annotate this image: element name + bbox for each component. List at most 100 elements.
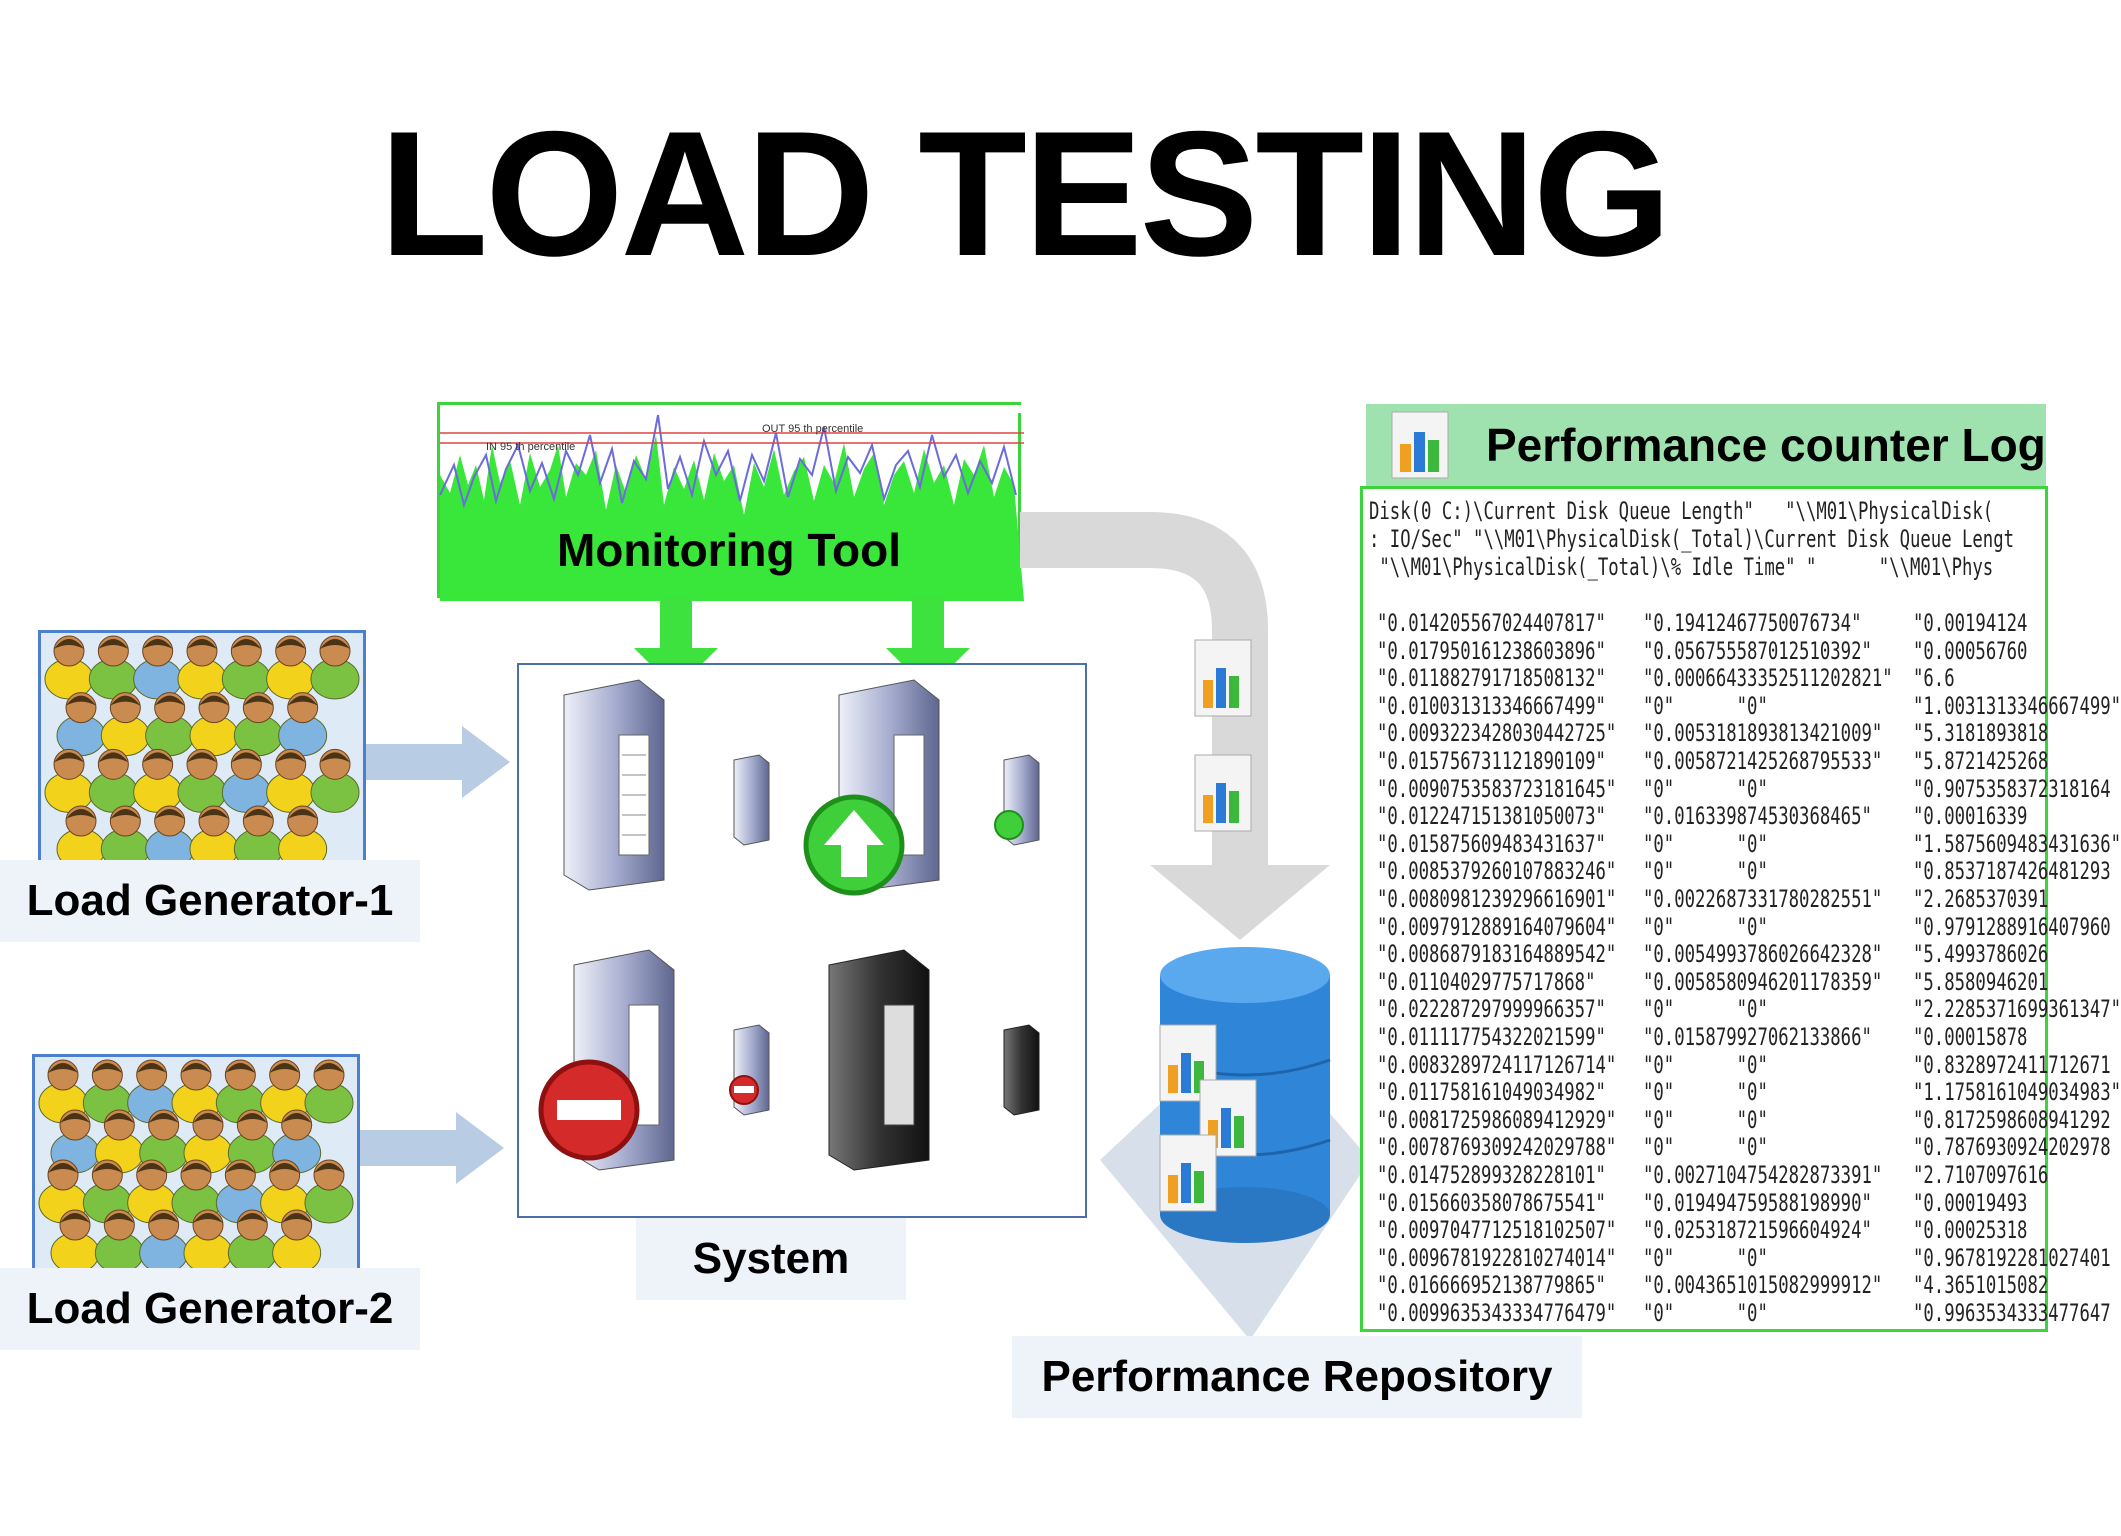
page-title: LOAD TESTING: [379, 94, 1671, 293]
monitoring-tool-label: Monitoring Tool: [556, 524, 902, 576]
log-cell: "0.025318721596604924": [1643, 1216, 1872, 1245]
log-cell: "0.0078769309242029788": [1377, 1133, 1617, 1162]
system-servers-box: [517, 663, 1087, 1218]
load-generator-2-users: [32, 1054, 360, 1280]
log-cell: "0.9075358372318164: [1913, 774, 2111, 803]
log-cell: "0.19412467750076734": [1643, 609, 1862, 637]
log-cell: "0" "0": [1643, 1243, 1768, 1272]
log-cell: "5.3181893818: [1913, 719, 2049, 748]
log-cell: "0.019494759588198990": [1643, 1188, 1872, 1217]
log-cell: "0" "0": [1643, 1299, 1768, 1327]
log-cell: "0.015660358078675541": [1377, 1188, 1606, 1217]
log-cell: "0.00056760: [1913, 636, 2028, 665]
log-cell: "0" "0": [1643, 774, 1768, 803]
log-cell: "0.0099635343334776479": [1377, 1299, 1617, 1327]
log-cell: "0.056755587012510392": [1643, 636, 1872, 665]
log-cell: "2.2285371699361347": [1913, 995, 2121, 1024]
log-cell: "0.0027104754282873391": [1643, 1161, 1883, 1189]
log-cell: "0" "0": [1643, 995, 1768, 1024]
log-header-line: "\\M01\PhysicalDisk(_Total)\% Idle Time"…: [1369, 553, 1994, 581]
log-cell: "0" "0": [1643, 829, 1768, 858]
users-group-icon: [38, 1059, 354, 1274]
database-icon: [1100, 639, 1370, 1340]
log-cell: "0" "0": [1643, 1050, 1768, 1079]
log-cell: "0.8172598608941292: [1913, 1105, 2111, 1134]
log-cell: "2.7107097616: [1913, 1161, 2049, 1189]
server-icon: [563, 679, 770, 891]
report-icon: [1159, 1134, 1217, 1212]
log-cell: "0" "0": [1643, 691, 1768, 720]
load-generator-1-users: [38, 630, 366, 876]
arrow-right-icon: [360, 1112, 504, 1184]
log-cell: "0.010031313346667499": [1377, 691, 1606, 720]
server-blocked-icon: [538, 949, 770, 1171]
log-cell: "0.00015878: [1913, 1023, 2028, 1051]
log-cell: "0.0058580946201178359": [1643, 967, 1883, 996]
users-group-icon: [44, 635, 360, 870]
log-cell: "0.0086879183164889542": [1377, 940, 1617, 969]
log-cell: "0.0096781922810274014": [1377, 1243, 1617, 1272]
log-cell: "0.9791288916407960: [1913, 912, 2111, 941]
log-cell: "0.0097912889164079604": [1377, 912, 1617, 941]
log-cell: "2.2685370391: [1913, 885, 2049, 913]
monitoring-tool-panel: IN 95 th percentile OUT 95 th percentile…: [437, 402, 1024, 601]
chart-label-out: OUT 95 th percentile: [762, 423, 863, 435]
load-generator-1-label: Load Generator-1: [0, 860, 420, 942]
log-cell: "0.014752899328228101": [1377, 1161, 1606, 1189]
repository-label: Performance Repository: [1012, 1336, 1582, 1418]
log-header-line: Disk(0 C:)\Current Disk Queue Length" "\…: [1369, 497, 1994, 525]
log-cell: "0.00019493: [1913, 1188, 2028, 1217]
log-header-line: : IO/Sec" "\\M01\PhysicalDisk(_Total)\Cu…: [1369, 525, 2015, 553]
report-icon: [1194, 754, 1252, 832]
log-cell: "0.0083289724117126714": [1377, 1050, 1617, 1079]
log-cell: "0" "0": [1643, 1133, 1768, 1162]
log-cell: "0.0043651015082999912": [1643, 1271, 1883, 1300]
server-upload-icon: [803, 679, 1040, 896]
log-cell: "0.015879927062133866": [1643, 1023, 1872, 1051]
log-cell: "0.0093223428030442725": [1377, 719, 1617, 748]
log-cell: "0.016666952138779865": [1377, 1271, 1606, 1300]
log-cell: "0.9963534333477647: [1913, 1299, 2111, 1327]
log-cell: "0.01104029775717868": [1377, 967, 1596, 996]
report-icon: [1391, 411, 1449, 479]
report-icon: [1194, 639, 1252, 717]
log-cell: "0" "0": [1643, 912, 1768, 941]
load-generator-2-label: Load Generator-2: [0, 1268, 420, 1350]
log-cell: "0.0058721425268795533": [1643, 747, 1883, 775]
arrow-right-icon: [366, 726, 510, 798]
log-cell: "1.5875609483431636": [1913, 829, 2121, 858]
log-cell: "0.011117754322021599": [1377, 1023, 1606, 1051]
server-offline-icon: [828, 949, 1040, 1171]
performance-log-header: Performance counter Log: [1366, 404, 2046, 486]
log-cell: "0.0080981239296616901": [1377, 885, 1617, 913]
log-cell: "0.0090753583723181645": [1377, 774, 1617, 803]
log-cell: "0.00025318: [1913, 1216, 2028, 1245]
log-cell: "0.8328972411712671: [1913, 1050, 2111, 1079]
log-cell: "0.0054993786026642328": [1643, 940, 1883, 969]
log-cell: "0.015875609483431637": [1377, 829, 1606, 858]
log-cell: "0" "0": [1643, 857, 1768, 886]
log-cell: "0.017950161238603896": [1377, 636, 1606, 665]
log-cell: "5.8580946201: [1913, 967, 2049, 996]
log-cell: "0.011882791718508132": [1377, 664, 1606, 693]
log-cell: "0.00066433352511202821": [1643, 664, 1893, 693]
performance-log-body: Disk(0 C:)\Current Disk Queue Length" "\…: [1360, 486, 2121, 1332]
log-cell: "0" "0": [1643, 1078, 1768, 1107]
log-cell: "4.3651015082: [1913, 1271, 2049, 1300]
log-cell: "0.00194124: [1913, 609, 2028, 637]
performance-log-title: Performance counter Log: [1486, 419, 2046, 471]
log-cell: "0.9678192281027401: [1913, 1243, 2111, 1272]
log-cell: "0.011758161049034982": [1377, 1078, 1606, 1107]
log-cell: "5.8721425268: [1913, 747, 2049, 775]
log-cell: "5.4993786026: [1913, 940, 2049, 969]
log-cell: "0.0081725986089412929": [1377, 1105, 1617, 1134]
log-cell: "0.7876930924202978: [1913, 1133, 2111, 1162]
log-cell: "0.0097047712518102507": [1377, 1216, 1617, 1245]
chart-label-in: IN 95 th percentile: [486, 441, 575, 453]
log-cell: "0.8537187426481293: [1913, 857, 2111, 886]
log-cell: "6.6: [1913, 664, 1955, 693]
log-cell: "0.015756731121890109": [1377, 747, 1606, 775]
log-cell: "0.012247151381050073": [1377, 802, 1606, 831]
log-cell: "0.016339874530368465": [1643, 802, 1872, 831]
curved-arrow-icon: [1020, 512, 1330, 940]
